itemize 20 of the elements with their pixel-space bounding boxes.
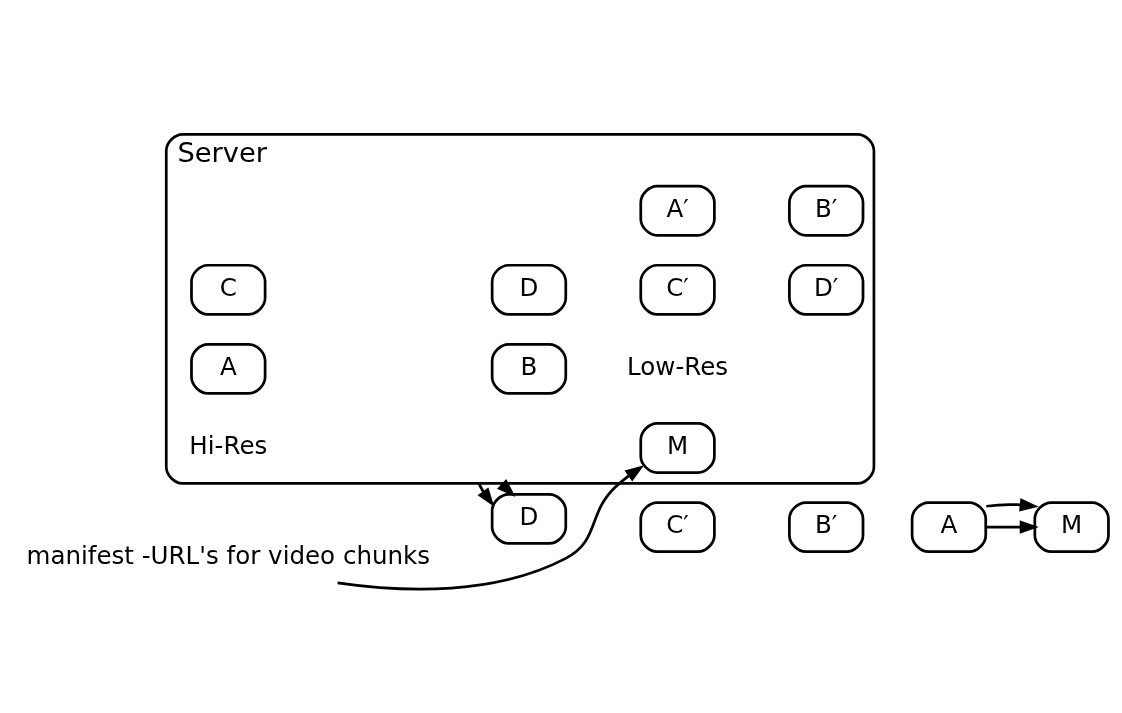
node-box: C	[190, 263, 267, 316]
label: Hi-Res	[189, 430, 268, 460]
arrow	[986, 498, 1039, 512]
node-box: A′	[639, 184, 716, 237]
node-text: manifest -URL's for video chunks	[26, 541, 431, 571]
label: Low-Res	[627, 351, 729, 381]
node-box: C′	[639, 501, 716, 553]
node-box: B′	[788, 184, 865, 237]
node-box: C′	[639, 263, 716, 316]
node-box: M	[639, 422, 716, 474]
node-box: A	[190, 342, 267, 395]
node-box: B	[490, 342, 568, 395]
node-box: A	[910, 501, 988, 553]
arrow	[986, 520, 1039, 534]
node-box: D′	[788, 263, 865, 316]
node-box: M	[1033, 501, 1110, 553]
node-box: D	[490, 492, 568, 545]
node-box: B′	[788, 501, 865, 553]
node-box: D	[490, 263, 568, 316]
arrow	[337, 465, 645, 591]
